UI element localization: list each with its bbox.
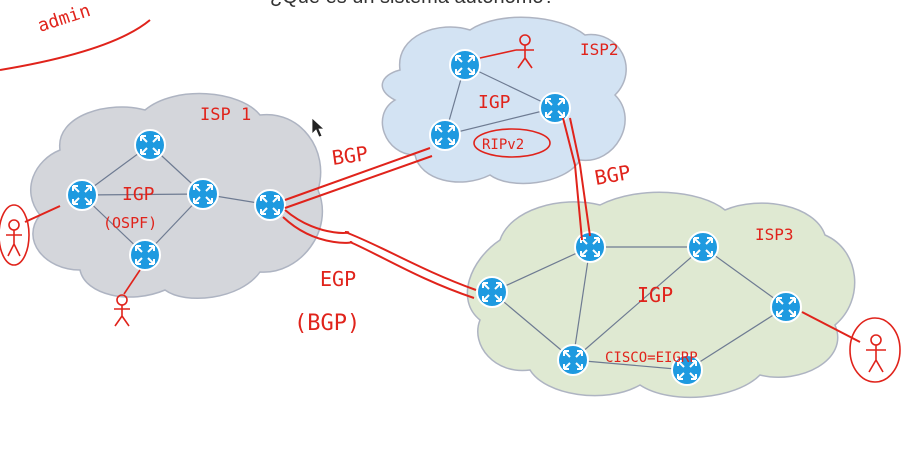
user-icon: [0, 204, 30, 266]
admin-scribble: admin: [35, 0, 93, 37]
isp3-label: ISP3: [755, 225, 794, 244]
router-icon: [66, 179, 98, 211]
router-icon: [687, 231, 719, 263]
router-icon: [254, 189, 286, 221]
bgp-label-1: BGP: [330, 141, 369, 170]
isp1-label: ISP 1: [200, 105, 251, 125]
router-icon: [187, 178, 219, 210]
isp3-igp-label: IGP: [637, 283, 673, 307]
links-isp3: [491, 246, 787, 371]
bgp-links: [24, 117, 861, 343]
router-icon: [429, 119, 461, 151]
user-figures: [0, 34, 901, 383]
egp-bgp-label: (BGP): [294, 311, 360, 336]
router-icon: [129, 239, 161, 271]
router-icon: [449, 49, 481, 81]
isp3-proto-label: CISCO=EIGRP: [605, 350, 698, 366]
router-icon: [134, 129, 166, 161]
router-icon: [539, 92, 571, 124]
router-icon: [574, 231, 606, 263]
user-icon: [479, 34, 534, 69]
page-title: ¿Qué es un sistema autónomo?: [270, 0, 555, 9]
cloud-isp3: [466, 191, 856, 399]
cursor-icon: [311, 117, 326, 138]
router-icon: [476, 276, 508, 308]
isp1-proto-label: (OSPF): [103, 214, 157, 232]
isp2-label: ISP2: [580, 40, 619, 59]
user-icon: [849, 317, 901, 383]
ripv2-circle: [473, 128, 551, 158]
isp2-proto-label: RIPv2: [482, 137, 524, 153]
router-icon: [770, 291, 802, 323]
user-icon: [114, 269, 141, 327]
isp2-igp-label: IGP: [478, 92, 511, 113]
isp1-igp-label: IGP: [122, 184, 155, 205]
router-icon: [557, 344, 589, 376]
bgp-label-2: BGP: [593, 160, 633, 190]
cloud-isp1: [30, 92, 324, 300]
underline-scribble: [0, 19, 151, 71]
egp-label: EGP: [320, 267, 356, 291]
